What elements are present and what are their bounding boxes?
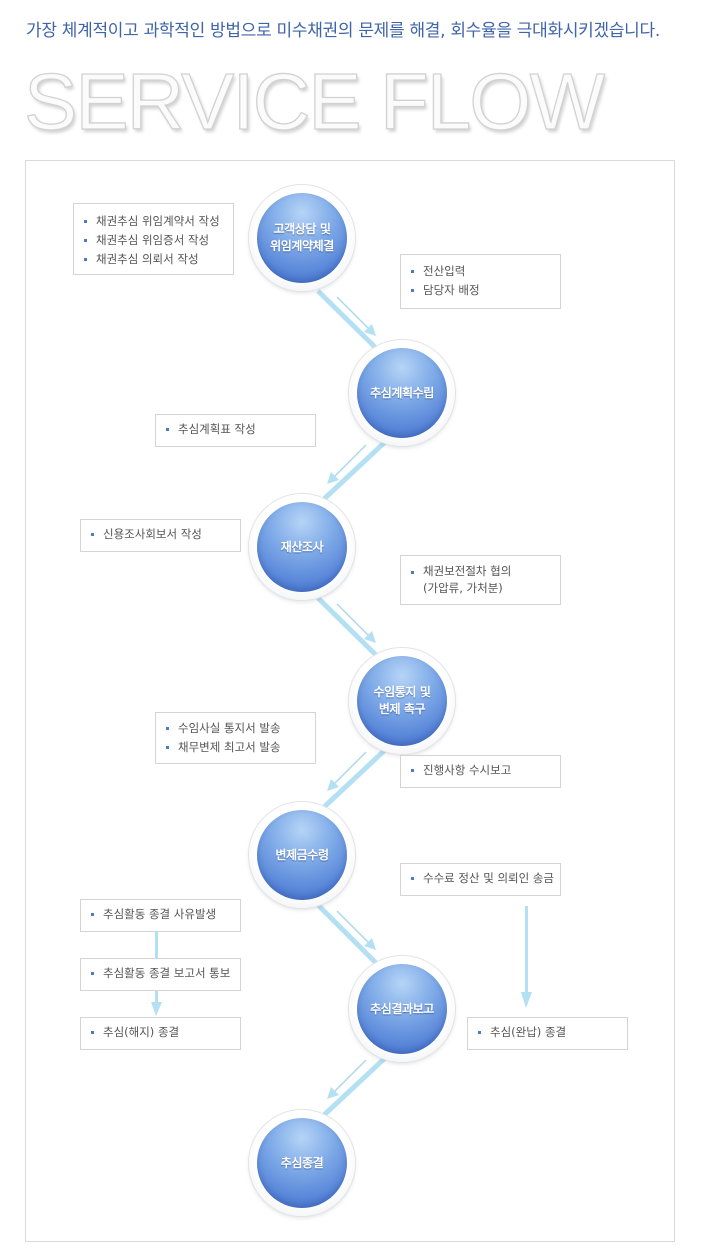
note-item-continued: (가압류, 가처분) xyxy=(423,581,503,595)
arrow-head-6 xyxy=(327,1087,339,1099)
arrow-hint-5 xyxy=(336,910,374,948)
note-credit-report: 신용조사회보서 작성 xyxy=(80,519,241,552)
side-connector-left-2 xyxy=(155,990,158,1002)
connector-1-2 xyxy=(316,289,380,352)
note-notice: 수임사실 통지서 발송 채무변제 최고서 발송 xyxy=(155,712,316,764)
step-collection-plan: 추심계획수립 xyxy=(349,340,455,446)
step-consultation-contract: 고객상담 및 위임계약체결 xyxy=(249,185,355,291)
note-item: 추심(해지) 종결 xyxy=(89,1023,232,1042)
connector-4-5 xyxy=(321,748,387,810)
arrow-head-5 xyxy=(364,938,376,950)
step-collection-closing: 추심종결 xyxy=(249,1110,355,1216)
note-end-complete: 추심(완납) 종결 xyxy=(467,1017,628,1050)
note-end-cancel: 추심(해지) 종결 xyxy=(80,1017,241,1050)
note-end-report: 추심활동 종결 보고서 통보 xyxy=(80,958,241,991)
note-item: 수임사실 통지서 발송 xyxy=(164,719,307,738)
step-label: 추심계획수립 xyxy=(370,385,434,400)
arrow-hint-1 xyxy=(336,296,374,334)
intro-text: 가장 체계적이고 과학적인 방법으로 미수채권의 문제를 해결, 회수율을 극대… xyxy=(26,21,660,41)
note-item: 수수료 정산 및 의뢰인 송금 xyxy=(409,869,554,888)
note-fee-settlement: 수수료 정산 및 의뢰인 송금 xyxy=(400,863,561,896)
note-item: 추심활동 종결 보고서 통보 xyxy=(89,964,232,983)
side-connector-left-1 xyxy=(155,931,158,959)
arrow-head-3 xyxy=(364,631,376,643)
step-label: 재산조사 xyxy=(280,539,324,554)
step-label: 수임통지 및 변제 촉구 xyxy=(373,685,431,716)
side-arrow-left xyxy=(151,1002,162,1016)
note-item: 신용조사회보서 작성 xyxy=(89,525,232,544)
arrow-hint-3 xyxy=(336,603,374,641)
note-plan: 추심계획표 작성 xyxy=(155,414,316,447)
note-contract-documents: 채권추심 위임계약서 작성 채권추심 위임증서 작성 채권추심 의뢰서 작성 xyxy=(73,203,234,275)
step-payment-receipt: 변제금수령 xyxy=(249,802,355,908)
note-item: 채권추심 위임계약서 작성 xyxy=(82,212,225,231)
side-connector-right xyxy=(525,906,528,992)
connector-6-7 xyxy=(321,1056,387,1118)
note-item: 채권추심 의뢰서 작성 xyxy=(82,250,225,269)
step-label: 변제금수령 xyxy=(275,847,329,862)
step-label: 추심종결 xyxy=(280,1155,324,1170)
connector-3-4 xyxy=(316,596,380,659)
note-preservation: 채권보전절차 협의 (가압류, 가처분) xyxy=(400,555,561,605)
arrow-head-2 xyxy=(327,472,339,484)
arrow-hint-2 xyxy=(329,444,367,482)
note-item: 채무변제 최고서 발송 xyxy=(164,738,307,757)
note-item: 담당자 배정 xyxy=(409,281,552,300)
note-item: 전산입력 xyxy=(409,262,552,281)
arrow-hint-6 xyxy=(329,1059,367,1097)
note-progress: 진행사항 수시보고 xyxy=(400,755,561,788)
note-item: 채권보전절차 협의 xyxy=(409,563,552,580)
note-assignment: 전산입력 담당자 배정 xyxy=(400,254,561,309)
step-label: 추심결과보고 xyxy=(370,1001,434,1016)
connector-5-6 xyxy=(316,903,380,967)
note-end-reason: 추심활동 종결 사유발생 xyxy=(80,899,241,932)
note-item: 채권추심 위임증서 작성 xyxy=(82,231,225,250)
note-item: 추심활동 종결 사유발생 xyxy=(89,905,232,924)
arrow-head-4 xyxy=(327,779,339,791)
step-notice-demand: 수임통지 및 변제 촉구 xyxy=(349,648,455,754)
note-item: 추심(완납) 종결 xyxy=(476,1023,619,1042)
step-result-report: 추심결과보고 xyxy=(349,956,455,1062)
arrow-hint-4 xyxy=(329,751,367,789)
note-item: 추심계획표 작성 xyxy=(164,420,307,439)
service-flow-title: SERVICE FLOW xyxy=(23,57,605,146)
side-arrow-right xyxy=(521,992,532,1008)
connector-2-3 xyxy=(321,440,387,502)
note-item: 진행사항 수시보고 xyxy=(409,761,552,780)
arrow-head-1 xyxy=(364,324,376,336)
step-label: 고객상담 및 위임계약체결 xyxy=(270,222,334,253)
step-asset-investigation: 재산조사 xyxy=(249,494,355,600)
